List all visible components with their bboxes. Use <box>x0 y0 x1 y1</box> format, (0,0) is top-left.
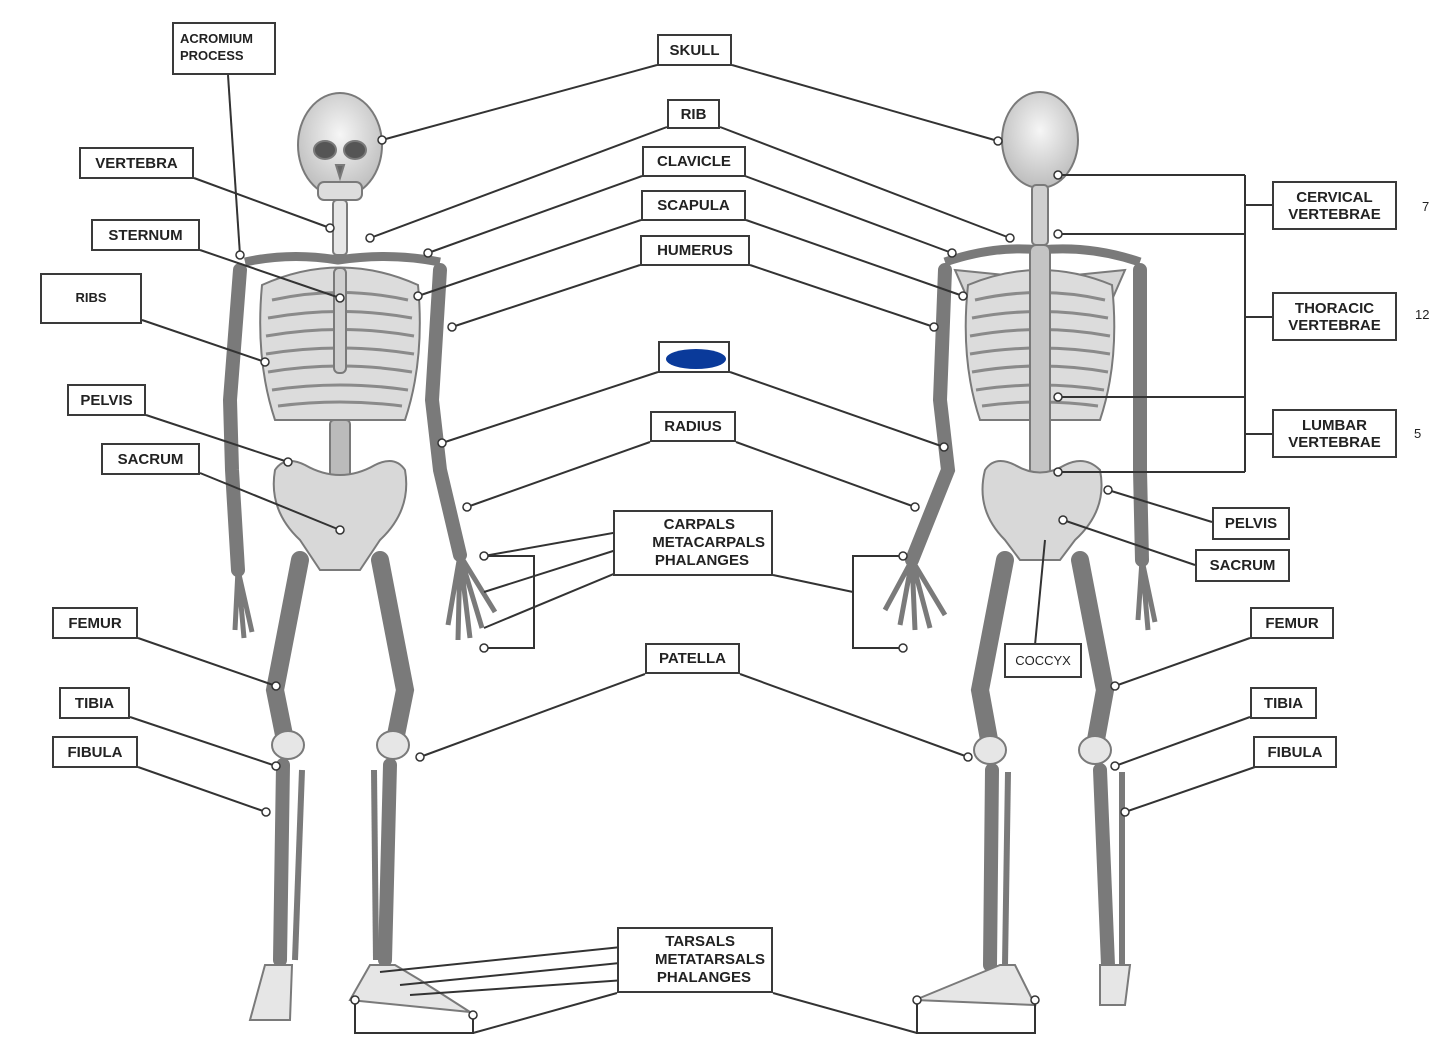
label-femur-left: FEMUR <box>52 607 138 639</box>
count-lumbar: 5 <box>1414 426 1422 441</box>
label-carpals: CARPALS <box>663 516 735 533</box>
label-femur-right: FEMUR <box>1250 607 1334 639</box>
label-phalanges-hand: PHALANGES <box>654 552 749 569</box>
label-coccyx: COCCYX <box>1004 643 1082 678</box>
label-clavicle: CLAVICLE <box>642 146 746 177</box>
label-sternum: STERNUM <box>91 219 200 251</box>
label-tibia-right: TIBIA <box>1250 687 1317 719</box>
label-patella: PATELLA <box>645 643 740 674</box>
label-hand-bones: CARPALS METACARPALS PHALANGES <box>613 510 773 576</box>
label-phalanges-foot: PHALANGES <box>656 969 751 986</box>
blue-oval-mark <box>666 349 726 369</box>
label-metacarpals: METACARPALS <box>652 534 765 551</box>
label-rib: RIB <box>667 99 720 129</box>
label-sacrum-left: SACRUM <box>101 443 200 475</box>
back-skull <box>1001 91 1079 189</box>
label-humerus: HUMERUS <box>640 235 750 266</box>
label-pelvis-right: PELVIS <box>1212 507 1290 540</box>
label-scapula: SCAPULA <box>641 190 746 221</box>
back-skeleton <box>882 91 1158 1007</box>
count-thoracic: 12 <box>1415 307 1430 322</box>
label-radius: RADIUS <box>650 411 736 442</box>
label-sacrum-right: SACRUM <box>1195 549 1290 582</box>
anchor-dots <box>235 135 1130 1020</box>
count-cervical: 7 <box>1422 199 1430 214</box>
label-fibula-right: FIBULA <box>1253 736 1337 768</box>
label-fibula-left: FIBULA <box>52 736 138 768</box>
leader-lines <box>129 64 1272 1034</box>
label-tibia-left: TIBIA <box>59 687 130 719</box>
label-skull: SKULL <box>657 34 732 66</box>
front-skeleton <box>222 92 498 1021</box>
label-ribs: RIBS <box>40 273 142 324</box>
label-hidden-answer <box>658 341 730 373</box>
label-vertebra: VERTEBRA <box>79 147 194 179</box>
label-metatarsals: METATARSALS <box>655 951 765 968</box>
label-tarsals: TARSALS <box>665 933 735 950</box>
label-foot-bones: TARSALS METATARSALS PHALANGES <box>617 927 773 993</box>
label-pelvis-left: PELVIS <box>67 384 146 416</box>
